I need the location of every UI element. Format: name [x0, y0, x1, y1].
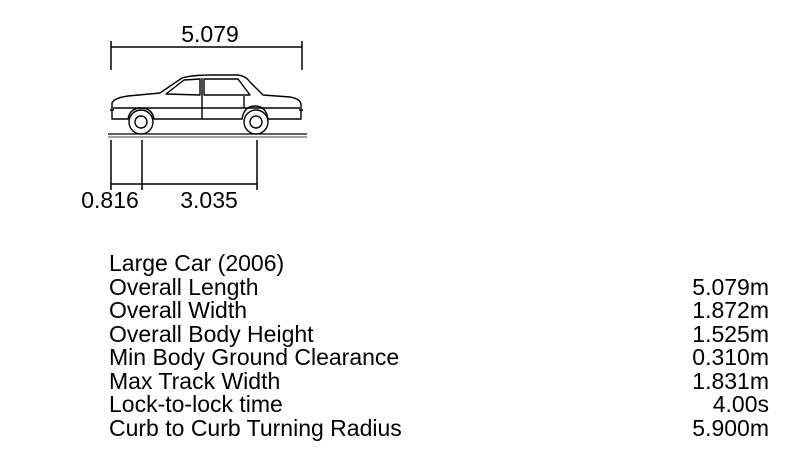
wheelbase-label: 3.035 — [180, 187, 238, 213]
spec-value: 0.310m — [692, 344, 769, 370]
spec-value: 1.872m — [692, 297, 769, 323]
spec-label: Overall Length — [109, 273, 259, 300]
spec-label: Min Body Ground Clearance — [109, 344, 400, 370]
spec-row-turning-radius: Curb to Curb Turning Radius 5.900m — [109, 414, 769, 441]
vehicle-dimension-drawing: 5.079 0.816 3.035 — [81, 21, 307, 213]
spec-value: 1.525m — [692, 320, 769, 347]
overall-length-dimension — [110, 41, 303, 70]
spec-row-min-ground-clearance: Min Body Ground Clearance 0.310m — [109, 344, 769, 370]
car-side-profile-icon — [110, 74, 303, 120]
front-wheel-icon — [128, 109, 154, 135]
spec-label: Overall Width — [109, 297, 248, 323]
overall-length-label: 5.079 — [181, 21, 239, 47]
spec-row-overall-width: Overall Width 1.872m — [109, 297, 769, 323]
front-overhang-label: 0.816 — [81, 187, 139, 213]
spec-value: 4.00s — [712, 391, 769, 417]
rear-wheel-icon — [243, 109, 269, 135]
spec-label: Lock-to-lock time — [109, 391, 283, 417]
spec-label: Curb to Curb Turning Radius — [109, 414, 402, 441]
spec-value: 5.900m — [692, 414, 769, 441]
spec-label: Overall Body Height — [109, 320, 314, 347]
spec-row-lock-to-lock-time: Lock-to-lock time 4.00s — [109, 391, 769, 417]
bottom-dimension-lines — [110, 140, 258, 190]
vehicle-title: Large Car (2006) — [109, 250, 285, 276]
spec-row-overall-body-height: Overall Body Height 1.525m — [109, 320, 769, 347]
spec-row-overall-length: Overall Length 5.079m — [109, 273, 769, 300]
spec-value: 5.079m — [692, 273, 769, 300]
spec-table: Large Car (2006) Overall Length 5.079m O… — [109, 250, 769, 441]
spec-label: Max Track Width — [109, 367, 281, 394]
spec-value: 1.831m — [692, 367, 769, 394]
spec-row-max-track-width: Max Track Width 1.831m — [109, 367, 769, 394]
